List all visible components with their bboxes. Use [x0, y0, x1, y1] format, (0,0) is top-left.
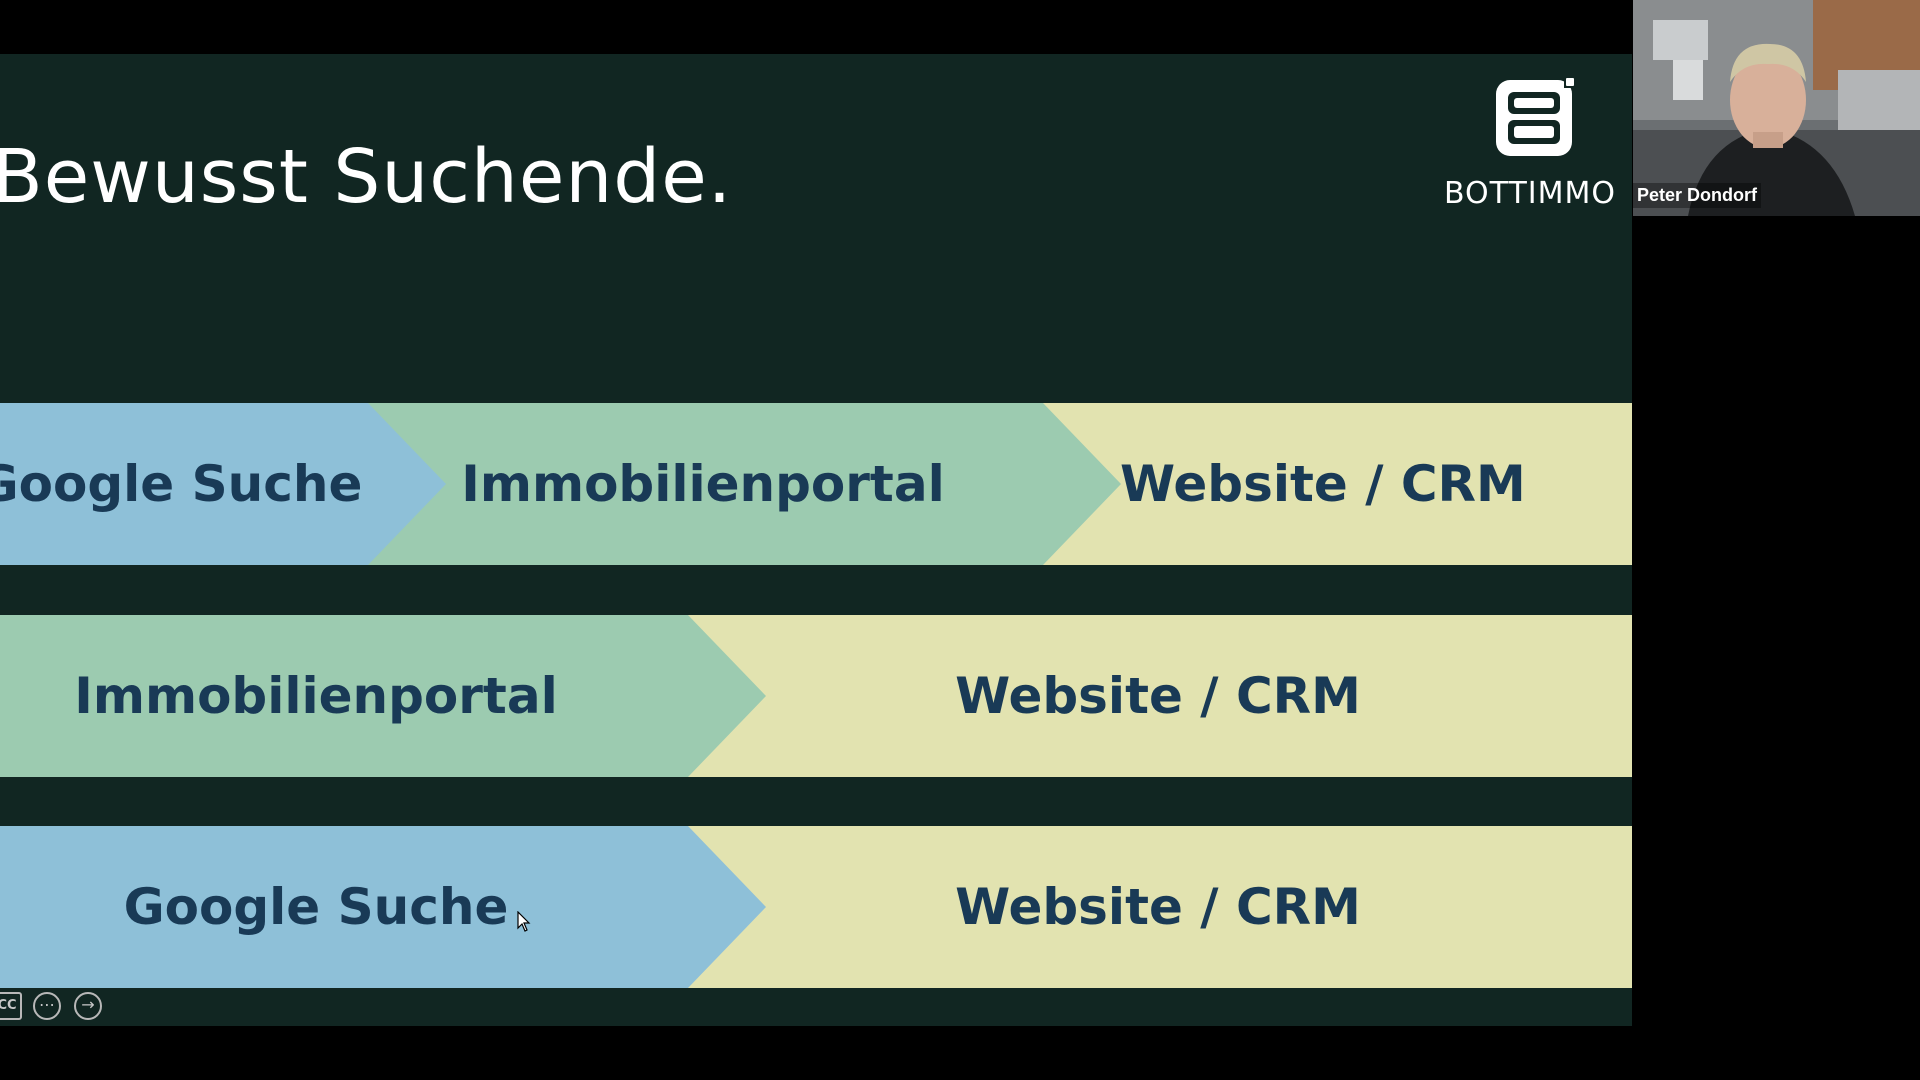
flow-step-label: Google Suche — [0, 455, 363, 513]
flow-band-3-shapes — [0, 826, 1632, 988]
bottimmo-logo: BOTTIMMO — [1440, 76, 1620, 216]
mouse-cursor-icon — [517, 911, 531, 932]
portal-segment-shape — [0, 615, 766, 777]
flow-band-1: Google Suche Immobilienportal Website / … — [0, 403, 1632, 565]
google-segment-shape — [0, 826, 766, 988]
flow-band-3: Google Suche Website / CRM — [0, 826, 1632, 988]
flow-step-label: Website / CRM — [955, 667, 1361, 725]
participant-name: Peter Dondorf — [1633, 183, 1762, 208]
flow-step-label: Immobilienportal — [461, 455, 945, 513]
flow-band-1-shapes — [0, 403, 1632, 565]
arrow-right-circle-icon: → — [81, 995, 95, 1014]
next-slide-button[interactable]: → — [74, 992, 102, 1020]
logo-wordmark: BOTTIMMO — [1443, 176, 1617, 211]
participant-video-tile[interactable]: Peter Dondorf — [1633, 0, 1920, 216]
flow-band-2: Immobilienportal Website / CRM — [0, 615, 1632, 777]
more-icon: ⋯ — [39, 995, 55, 1014]
flow-step-label: Website / CRM — [955, 878, 1361, 936]
flow-step-label: Google Suche — [123, 878, 509, 936]
logo-mark-icon — [1496, 76, 1576, 156]
closed-captions-button[interactable]: CC — [0, 992, 22, 1020]
flow-step-label: Immobilienportal — [74, 667, 558, 725]
more-options-button[interactable]: ⋯ — [33, 992, 61, 1020]
flow-step-label: Website / CRM — [1120, 455, 1526, 513]
participant-video-feed — [1633, 0, 1920, 216]
presentation-slide: Bewusst Suchende. BOTTIMMO Google Suche … — [0, 54, 1632, 1026]
slide-title: Bewusst Suchende. — [0, 134, 733, 220]
flow-band-2-shapes — [0, 615, 1632, 777]
google-segment-shape — [0, 403, 446, 565]
